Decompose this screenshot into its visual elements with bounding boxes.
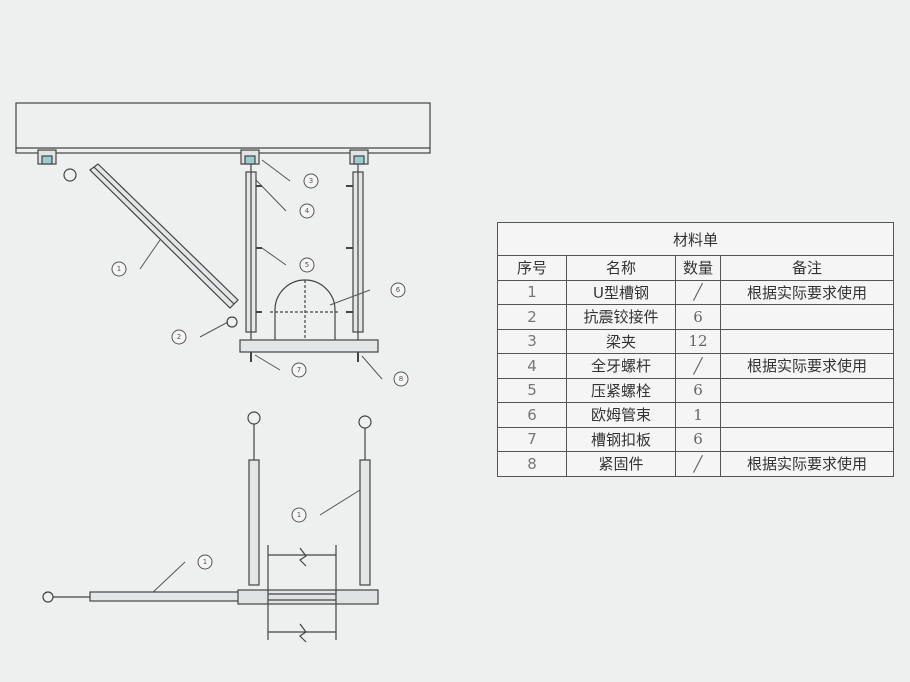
table-title: 材料单 xyxy=(497,222,894,256)
hinge-connector xyxy=(226,316,238,328)
hinge-connector xyxy=(63,168,77,182)
row-index: 7 xyxy=(497,426,567,452)
row-index: 4 xyxy=(497,353,567,379)
row-quantity: 1 xyxy=(675,402,721,428)
callout-7: 7 xyxy=(297,366,301,374)
header-index: 序号 xyxy=(497,255,567,281)
horizontal-channel xyxy=(89,591,241,602)
row-index: 2 xyxy=(497,304,567,330)
row-name: 压紧螺栓 xyxy=(566,377,676,403)
callout-1-bottom-horizontal: 1 xyxy=(203,558,207,566)
header-name: 名称 xyxy=(566,255,676,281)
row-quantity: ╱ xyxy=(675,451,721,477)
row-quantity: 6 xyxy=(675,304,721,330)
row-index: 8 xyxy=(497,451,567,477)
row-remarks xyxy=(720,426,894,452)
steel-beam xyxy=(15,102,431,154)
row-name: 槽钢扣板 xyxy=(566,426,676,452)
callout-4: 4 xyxy=(305,207,310,215)
row-quantity: ╱ xyxy=(675,279,721,305)
row-name: 紧固件 xyxy=(566,451,676,477)
vertical-channel xyxy=(359,459,371,586)
header-remarks: 备注 xyxy=(720,255,894,281)
row-name: 梁夹 xyxy=(566,328,676,354)
row-quantity: 6 xyxy=(675,377,721,403)
row-index: 5 xyxy=(497,377,567,403)
pipe-section xyxy=(237,589,379,605)
callouts xyxy=(111,159,409,596)
callout-5: 5 xyxy=(305,261,309,269)
row-remarks xyxy=(720,377,894,403)
row-quantity: 12 xyxy=(675,328,721,354)
callout-2: 2 xyxy=(177,333,181,341)
callout-1-bottom: 1 xyxy=(297,511,301,519)
row-remarks xyxy=(720,328,894,354)
callout-3: 3 xyxy=(309,177,313,185)
beam-clamp xyxy=(37,149,57,165)
row-quantity: ╱ xyxy=(675,353,721,379)
row-remarks xyxy=(720,304,894,330)
row-remarks: 根据实际要求使用 xyxy=(720,451,894,477)
row-remarks xyxy=(720,402,894,428)
row-name: 全牙螺杆 xyxy=(566,353,676,379)
row-name: 欧姆管束 xyxy=(566,402,676,428)
row-index: 3 xyxy=(497,328,567,354)
beam-clamp xyxy=(240,149,260,165)
side-view xyxy=(42,411,379,643)
row-remarks: 根据实际要求使用 xyxy=(720,353,894,379)
row-index: 6 xyxy=(497,402,567,428)
header-quantity: 数量 xyxy=(675,255,721,281)
row-name: 抗震铰接件 xyxy=(566,304,676,330)
row-remarks: 根据实际要求使用 xyxy=(720,279,894,305)
row-index: 1 xyxy=(497,279,567,305)
beam-clamp xyxy=(349,149,369,165)
callout-1: 1 xyxy=(117,265,121,273)
row-quantity: 6 xyxy=(675,426,721,452)
callout-8: 8 xyxy=(399,375,403,383)
channel-plate xyxy=(239,339,379,353)
row-name: U型槽钢 xyxy=(566,279,676,305)
callout-6: 6 xyxy=(396,286,401,294)
vertical-channel xyxy=(248,459,260,586)
elevation-view xyxy=(15,102,431,362)
table-header: 序号 名称 数量 备注 xyxy=(497,255,894,281)
